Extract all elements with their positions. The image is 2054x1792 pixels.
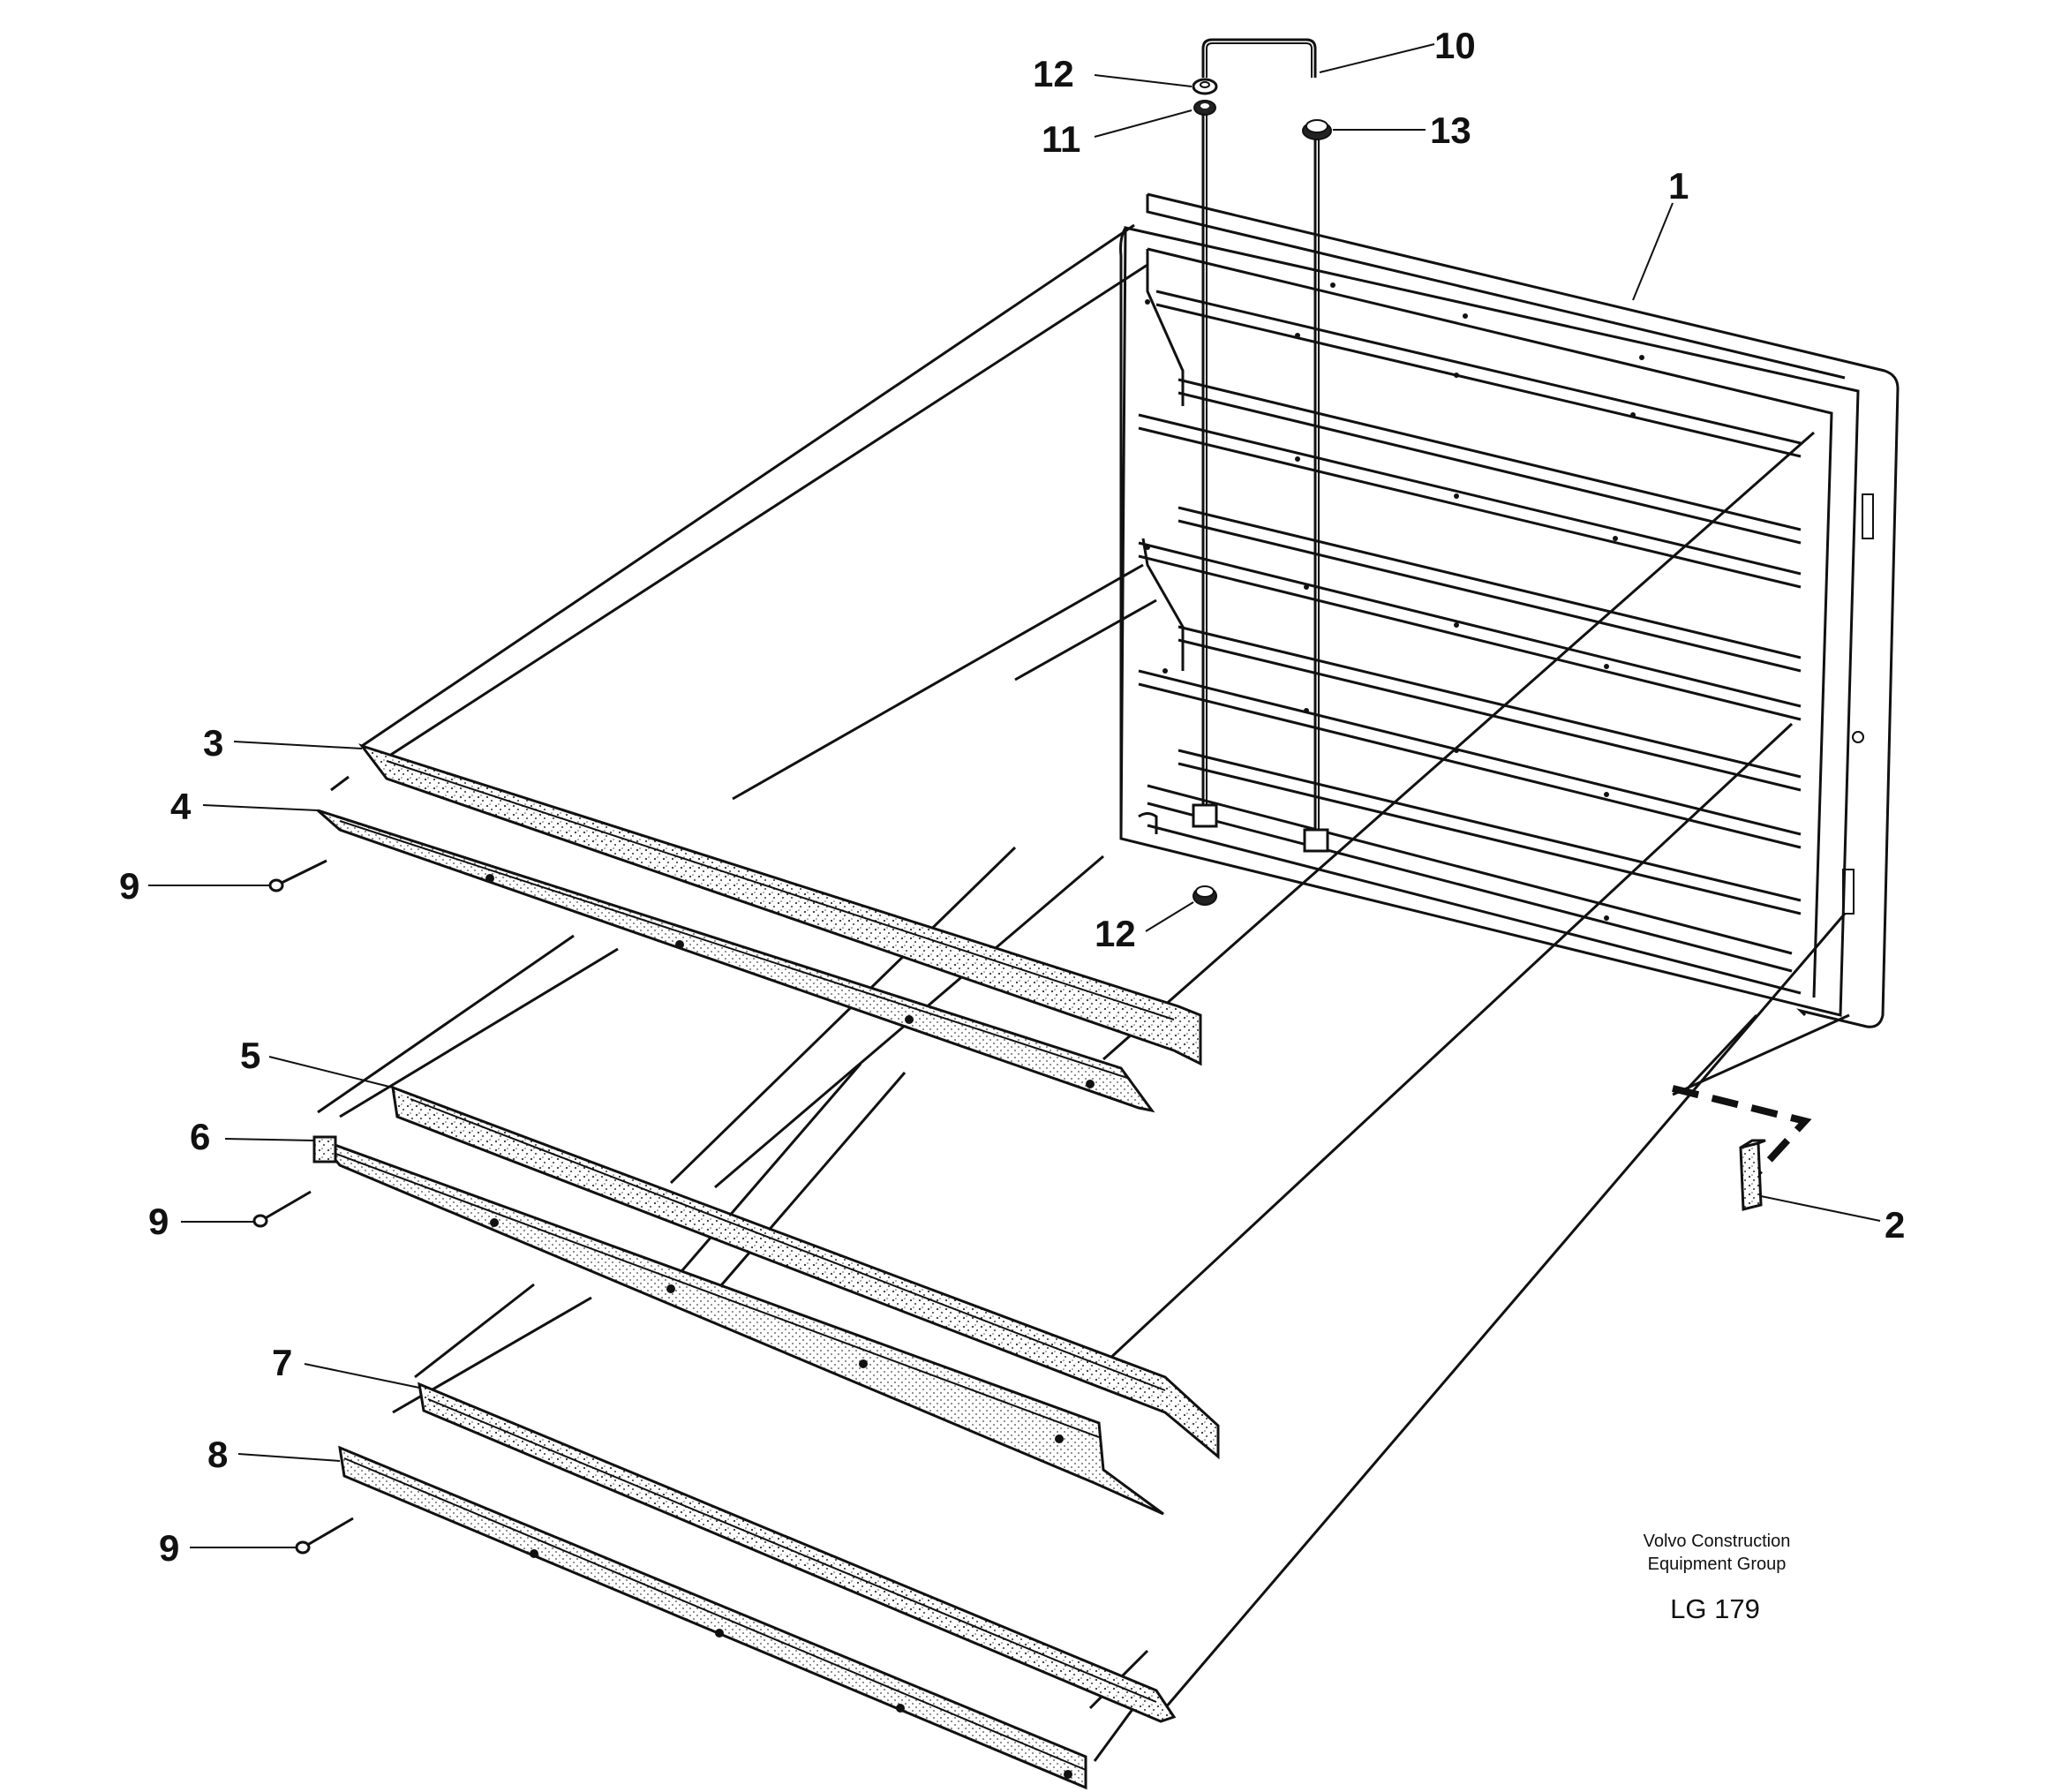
callout-1: 1 — [1668, 165, 1689, 207]
drawing-code: LG 179 — [1670, 1593, 1760, 1624]
grille-frame — [1119, 192, 1900, 1028]
callout-8: 8 — [207, 1434, 228, 1475]
assembly-guide-lines — [317, 223, 1850, 1762]
callout-11: 11 — [1042, 118, 1080, 160]
seal-strip-3 — [357, 743, 1202, 1066]
screw-9-bottom — [295, 1517, 354, 1555]
washer-11 — [1193, 100, 1216, 116]
seal-strip-7 — [418, 1382, 1177, 1723]
seal-strip-5 — [391, 1085, 1220, 1460]
screw-9-top — [268, 859, 327, 892]
leader-lines — [148, 43, 1881, 1548]
washer-12-top — [1192, 78, 1218, 95]
callout-9-top: 9 — [119, 865, 139, 907]
angle-profile-6 — [312, 1135, 1164, 1516]
callout-4: 4 — [170, 786, 192, 827]
callout-3: 3 — [203, 722, 223, 764]
credit-line-2: Equipment Group — [1648, 1555, 1787, 1574]
callout-10: 10 — [1434, 25, 1476, 66]
credit-line-1: Volvo Construction — [1644, 1532, 1791, 1551]
credit-block: Volvo Construction Equipment Group LG 17… — [1644, 1532, 1791, 1624]
screw-9-middle — [252, 1190, 312, 1228]
angle-profile-8 — [338, 1445, 1087, 1790]
washer-12-bottom — [1193, 885, 1217, 906]
callout-6: 6 — [190, 1116, 210, 1157]
callout-5: 5 — [240, 1035, 260, 1076]
callout-9-middle: 9 — [148, 1201, 169, 1242]
callout-9-bottom: 9 — [159, 1527, 179, 1569]
foam-block-2 — [1739, 1139, 1766, 1211]
callout-12-top: 12 — [1033, 53, 1074, 94]
callout-7: 7 — [272, 1342, 292, 1383]
louvre-slats — [1138, 290, 1802, 995]
callout-12-bottom: 12 — [1095, 913, 1136, 954]
grommet-13 — [1302, 119, 1332, 140]
handle-rod — [1192, 38, 1329, 853]
callout-labels: 1 2 3 4 5 6 7 8 9 9 9 10 11 12 12 13 — [119, 25, 1905, 1569]
angle-profile-4 — [317, 809, 1155, 1113]
callout-2: 2 — [1885, 1204, 1905, 1246]
callout-13: 13 — [1430, 109, 1471, 151]
